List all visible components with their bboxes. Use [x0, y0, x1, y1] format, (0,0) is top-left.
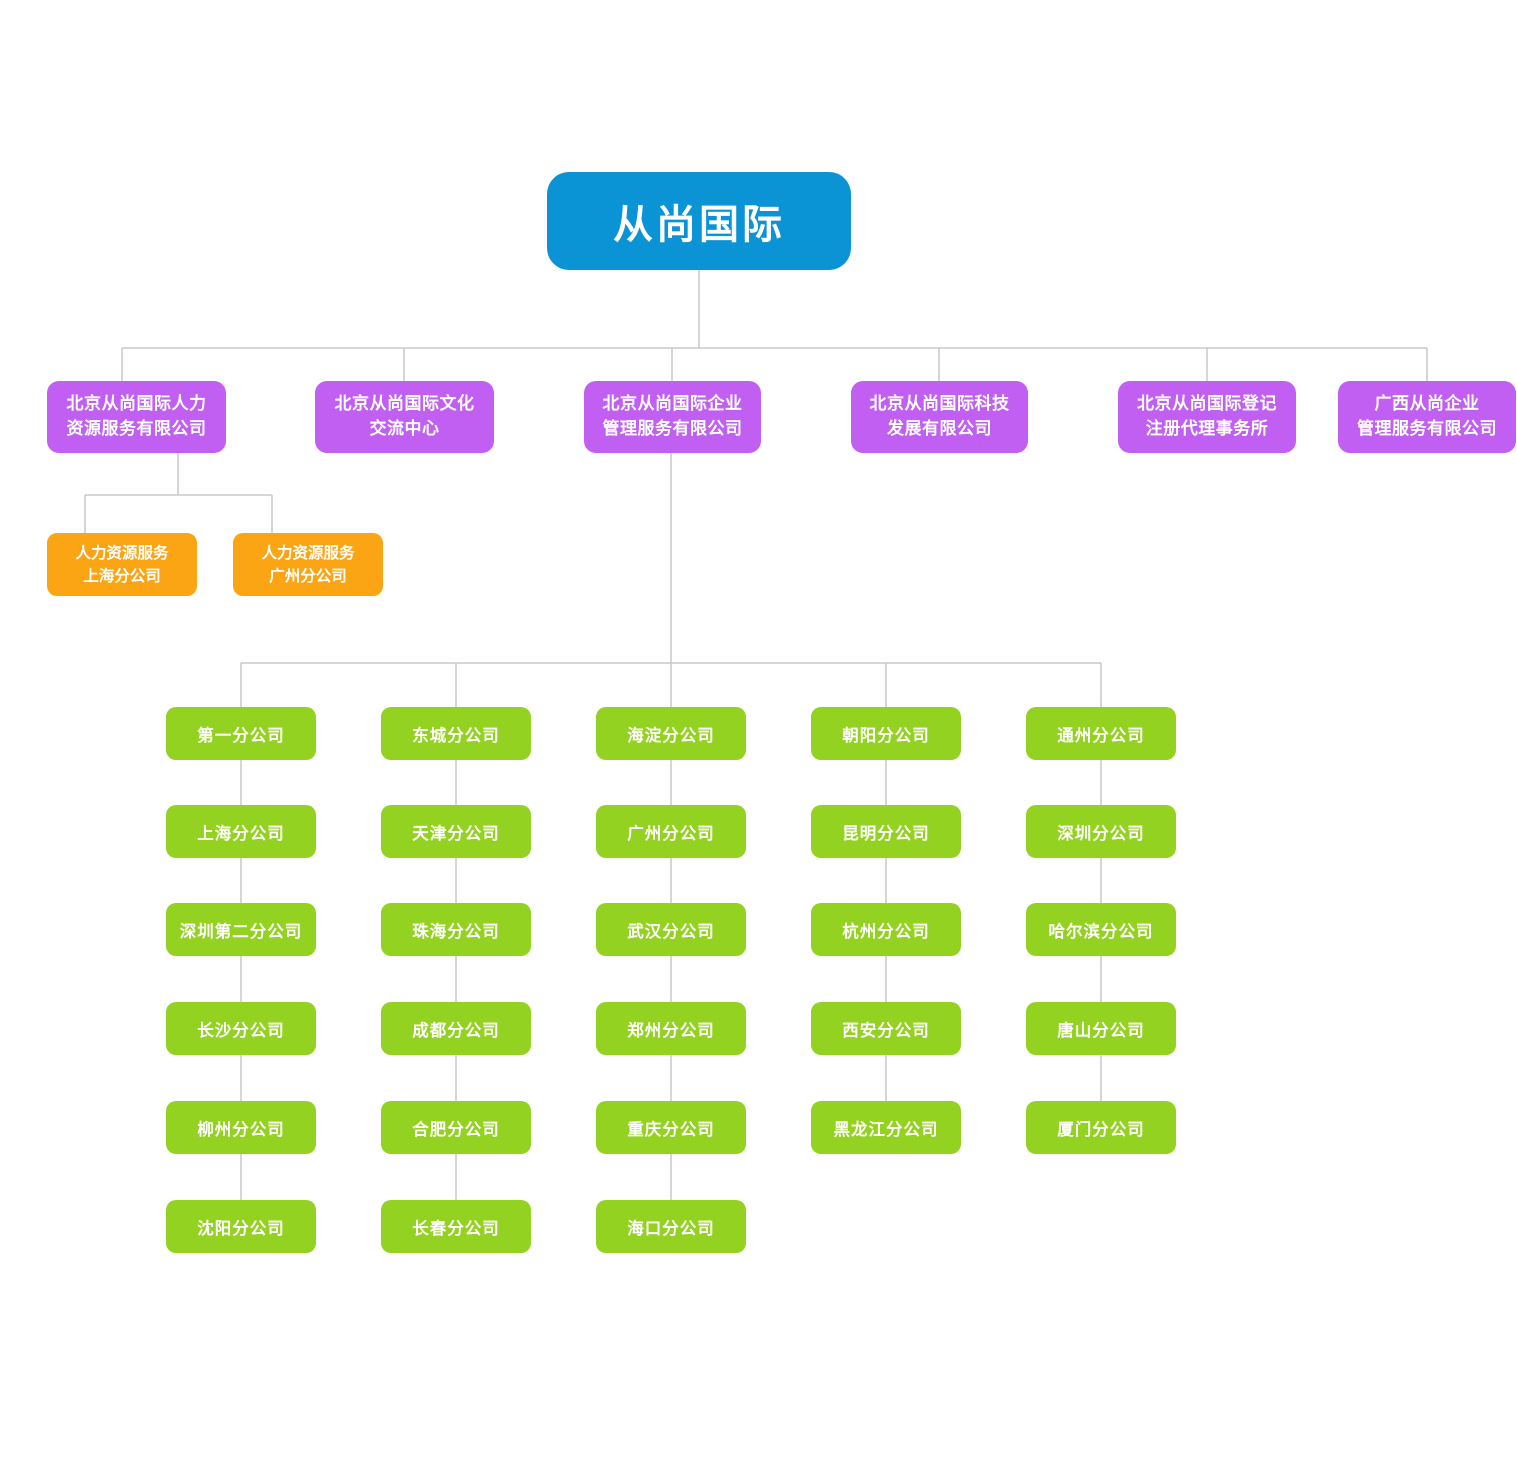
branch-node: 哈尔滨分公司: [1026, 903, 1176, 956]
branch-node: 天津分公司: [381, 805, 531, 858]
node-subsidiary-hr-services: 北京从尚国际人力 资源服务有限公司: [47, 381, 226, 453]
branch-node: 通州分公司: [1026, 707, 1176, 760]
branch-node: 厦门分公司: [1026, 1101, 1176, 1154]
node-hr-branch-shanghai: 人力资源服务 上海分公司: [47, 533, 197, 596]
branch-node: 杭州分公司: [811, 903, 961, 956]
branch-node: 长沙分公司: [166, 1002, 316, 1055]
branch-node: 上海分公司: [166, 805, 316, 858]
branch-node: 珠海分公司: [381, 903, 531, 956]
node-subsidiary-culture-exchange: 北京从尚国际文化 交流中心: [315, 381, 494, 453]
branch-node: 深圳分公司: [1026, 805, 1176, 858]
branch-node: 成都分公司: [381, 1002, 531, 1055]
branch-node: 西安分公司: [811, 1002, 961, 1055]
branch-node: 深圳第二分公司: [166, 903, 316, 956]
branch-node: 第一分公司: [166, 707, 316, 760]
branch-node: 重庆分公司: [596, 1101, 746, 1154]
branch-node: 东城分公司: [381, 707, 531, 760]
node-subsidiary-tech-development: 北京从尚国际科技 发展有限公司: [851, 381, 1028, 453]
branch-node: 柳州分公司: [166, 1101, 316, 1154]
node-subsidiary-enterprise-mgmt: 北京从尚国际企业 管理服务有限公司: [584, 381, 761, 453]
branch-node: 昆明分公司: [811, 805, 961, 858]
node-root: 从尚国际: [547, 172, 851, 270]
node-subsidiary-guangxi-mgmt: 广西从尚企业 管理服务有限公司: [1338, 381, 1516, 453]
branch-node: 沈阳分公司: [166, 1200, 316, 1253]
branch-node: 海口分公司: [596, 1200, 746, 1253]
node-subsidiary-registration-agency: 北京从尚国际登记 注册代理事务所: [1118, 381, 1296, 453]
branch-node: 朝阳分公司: [811, 707, 961, 760]
branch-node: 合肥分公司: [381, 1101, 531, 1154]
branch-node: 黑龙江分公司: [811, 1101, 961, 1154]
node-hr-branch-guangzhou: 人力资源服务 广州分公司: [233, 533, 383, 596]
branch-node: 武汉分公司: [596, 903, 746, 956]
branch-node: 海淀分公司: [596, 707, 746, 760]
branch-node: 广州分公司: [596, 805, 746, 858]
branch-node: 长春分公司: [381, 1200, 531, 1253]
branch-node: 唐山分公司: [1026, 1002, 1176, 1055]
branch-node: 郑州分公司: [596, 1002, 746, 1055]
